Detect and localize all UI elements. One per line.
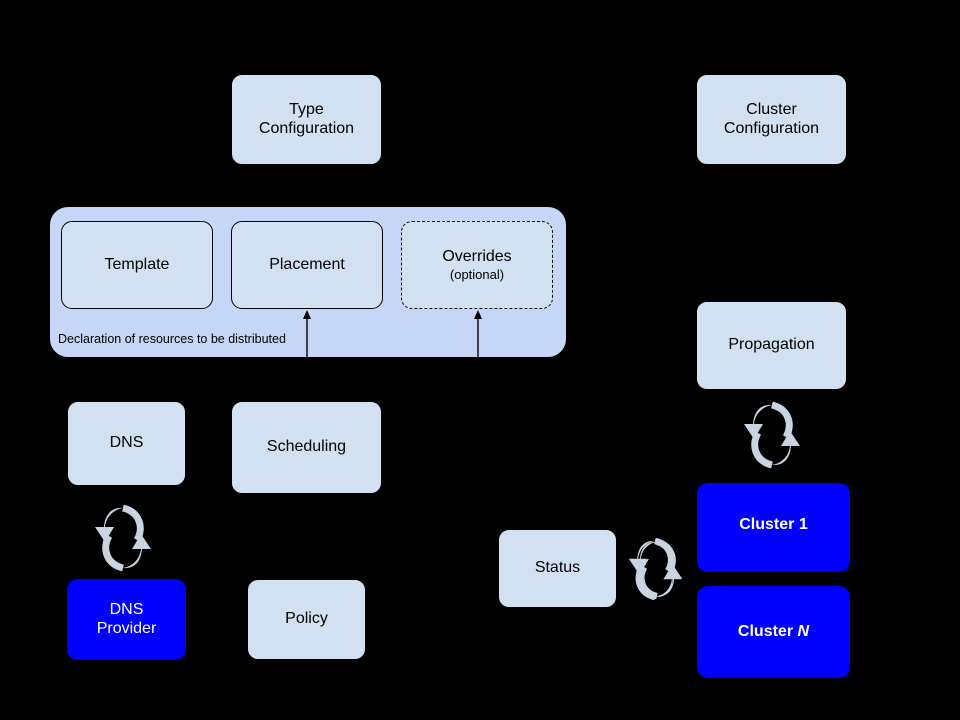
label-line-1: DNS	[109, 600, 144, 618]
node-policy[interactable]: Policy	[247, 579, 366, 660]
node-type-configuration[interactable]: Type Configuration	[231, 74, 382, 165]
label-line-1: Cluster	[746, 100, 797, 118]
node-cluster-configuration[interactable]: Cluster Configuration	[696, 74, 847, 165]
node-cluster-1-label: Cluster 1	[739, 516, 807, 535]
node-scheduling-label: Scheduling	[266, 438, 347, 456]
label-suffix: 1	[798, 516, 808, 533]
connector-scheduling-to-placement	[303, 310, 311, 359]
node-cluster-n-label: Cluster N	[738, 623, 809, 642]
node-dns-provider[interactable]: DNS Provider	[67, 579, 186, 660]
sync-dns-icon	[95, 504, 151, 572]
label-prefix: Cluster	[737, 623, 798, 640]
node-dns[interactable]: DNS	[67, 401, 186, 486]
sync-propagation-icon	[744, 401, 800, 469]
node-scheduling[interactable]: Scheduling	[231, 401, 382, 494]
node-placement[interactable]: Placement	[231, 221, 383, 309]
node-dns-provider-label: DNS Provider	[97, 601, 157, 639]
connector-policy-to-overrides	[474, 310, 482, 359]
label-suffix: N	[797, 623, 810, 640]
label-line-2: Configuration	[723, 119, 820, 137]
group-caption: Declaration of resources to be distribut…	[58, 332, 286, 346]
node-propagation[interactable]: Propagation	[696, 301, 847, 390]
node-template[interactable]: Template	[61, 221, 213, 309]
label-line-1: Overrides	[442, 247, 512, 265]
node-placement-label: Placement	[269, 255, 345, 273]
node-policy-label: Policy	[285, 610, 328, 628]
node-cluster-configuration-label: Cluster Configuration	[724, 101, 819, 139]
node-status[interactable]: Status	[498, 529, 617, 608]
label-line-2: Provider	[96, 619, 157, 637]
sync-clusters-icon	[628, 537, 682, 601]
label-line-1: Type	[289, 100, 324, 118]
node-template-label: Template	[104, 255, 170, 273]
node-propagation-label: Propagation	[728, 336, 815, 354]
node-type-configuration-label: Type Configuration	[259, 101, 354, 139]
node-cluster-1[interactable]: Cluster 1	[697, 483, 850, 572]
node-cluster-n[interactable]: Cluster N	[697, 586, 850, 678]
label-prefix: Cluster	[739, 516, 799, 533]
node-dns-label: DNS	[109, 434, 144, 452]
label-sublabel: (optional)	[449, 266, 505, 282]
node-status-label: Status	[534, 559, 581, 577]
node-overrides-label: Overrides (optional)	[442, 248, 511, 282]
node-overrides[interactable]: Overrides (optional)	[401, 221, 553, 309]
label-line-2: Configuration	[258, 119, 355, 137]
